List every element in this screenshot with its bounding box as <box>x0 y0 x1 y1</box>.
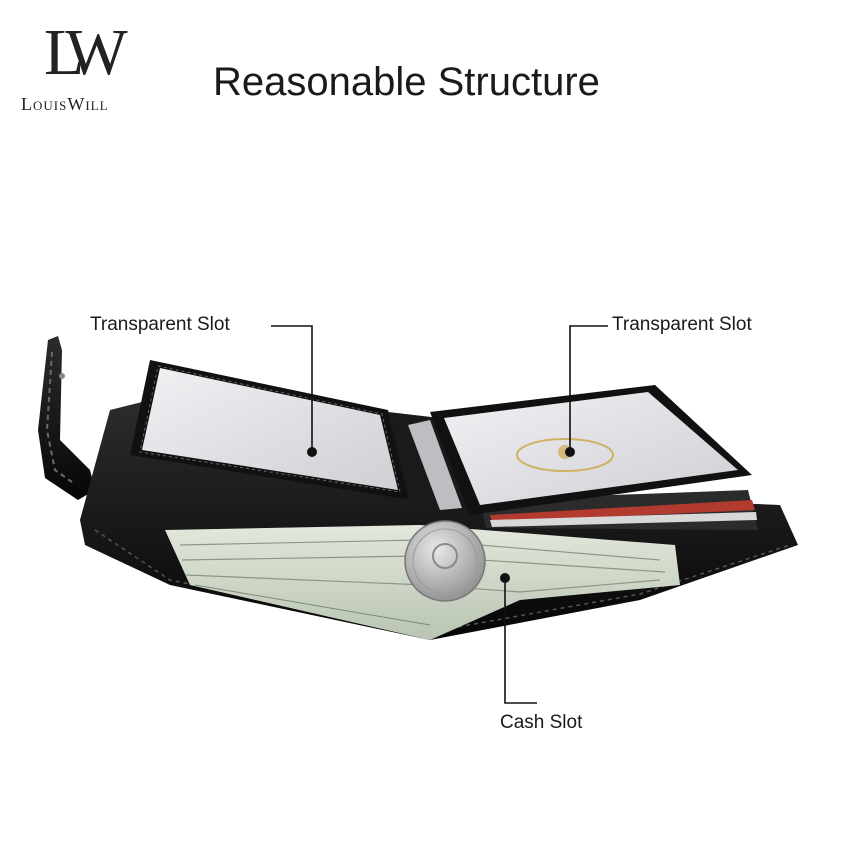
center-gusset <box>388 412 470 515</box>
coin <box>404 520 486 602</box>
left-slot-dot <box>307 447 317 457</box>
logo-wordmark: LouisWill <box>21 94 109 114</box>
left-slot-label: Transparent Slot <box>90 314 230 335</box>
right-slot-dot <box>565 447 575 457</box>
callout-lines <box>271 325 608 704</box>
cash-slot-dot <box>500 573 510 583</box>
brand-logo: LW LouisWill <box>18 18 168 118</box>
cash-slot-leader <box>504 578 537 704</box>
left-transparent-slot <box>130 360 410 500</box>
right-slot-leader <box>569 325 608 452</box>
left-slot-leader <box>271 325 313 452</box>
clasp-strap <box>38 336 95 500</box>
right-slot-label: Transparent Slot <box>612 314 752 335</box>
right-transparent-slot <box>430 385 752 515</box>
cash-slot-label: Cash Slot <box>500 712 583 733</box>
page-title: Reasonable Structure <box>213 60 600 104</box>
